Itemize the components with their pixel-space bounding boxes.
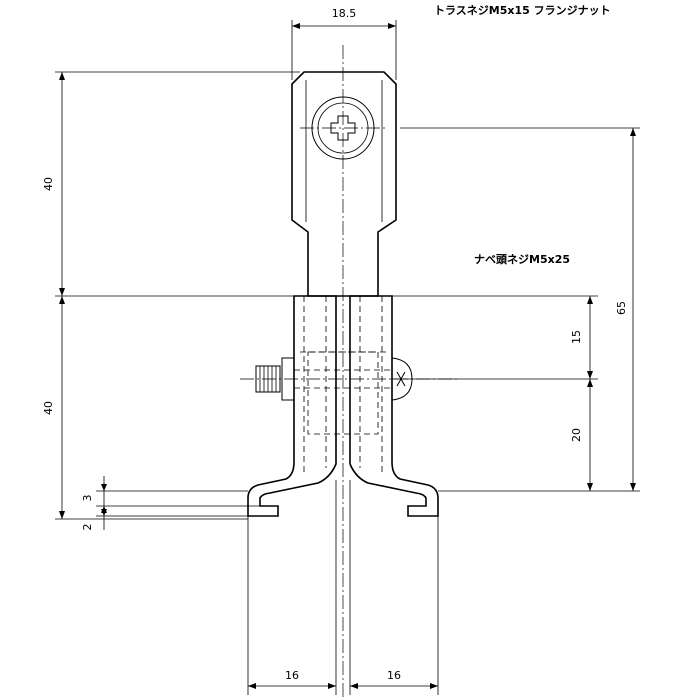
dim-lower-height: 40 [42,401,55,415]
truss-screw-head [300,96,386,160]
dim-overall-height: 65 [615,301,628,315]
dim-rail-lip: 3 [81,495,94,502]
clamp-body [247,295,439,517]
truss-screw-label: トラスネジM5x15 フランジナット [434,4,611,17]
dim-rail-thickness: 2 [81,524,94,531]
dim-left-width: 16 [285,669,299,682]
dim-screw-offset: 15 [570,330,583,344]
dim-upper-height: 40 [42,177,55,191]
dim-top-width: 18.5 [332,7,357,20]
dim-right-width: 16 [387,669,401,682]
pan-screw-label: ナベ頭ネジM5x25 [474,253,570,266]
dim-screw-to-base: 20 [570,428,583,442]
dimension-lines [55,20,640,695]
top-bracket [291,71,397,297]
